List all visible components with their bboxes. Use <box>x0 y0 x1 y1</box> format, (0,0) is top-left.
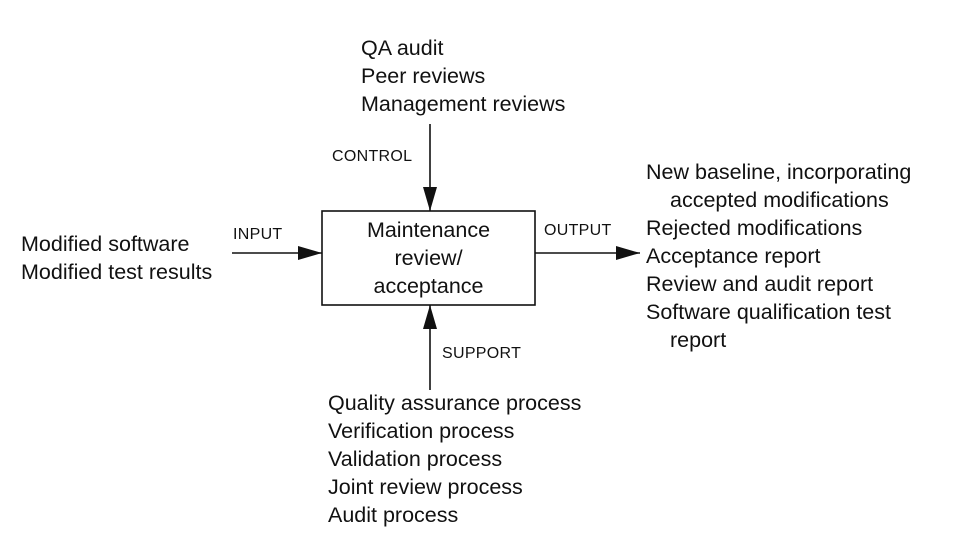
output-item: New baseline, incorporating <box>646 160 912 184</box>
control-item: Peer reviews <box>361 64 486 88</box>
process-box-label: Maintenance review/ acceptance <box>322 216 535 300</box>
control-label: CONTROL <box>332 148 413 165</box>
output-item: Rejected modifications <box>646 216 863 240</box>
input-label: INPUT <box>233 226 283 243</box>
support-item: Joint review process <box>328 475 523 499</box>
input-item: Modified test results <box>21 260 213 284</box>
output-items: New baseline, incorporating accepted mod… <box>646 158 911 354</box>
process-box-line: review/ <box>394 246 463 270</box>
output-item: accepted modifications <box>670 188 889 212</box>
input-item: Modified software <box>21 232 190 256</box>
process-box-line: acceptance <box>373 274 484 298</box>
process-box-line: Maintenance <box>366 218 491 242</box>
support-item: Verification process <box>328 419 515 443</box>
support-item: Quality assurance process <box>328 391 582 415</box>
input-items: Modified software Modified test results <box>21 230 212 286</box>
output-item: report <box>670 328 727 352</box>
control-item: QA audit <box>361 36 444 60</box>
output-item: Acceptance report <box>646 244 821 268</box>
support-label: SUPPORT <box>442 345 522 362</box>
support-item: Audit process <box>328 503 459 527</box>
control-items: QA audit Peer reviews Management reviews <box>361 34 565 118</box>
output-label: OUTPUT <box>544 222 612 239</box>
output-item: Software qualification test <box>646 300 891 324</box>
process-box <box>321 210 536 306</box>
support-item: Validation process <box>328 447 503 471</box>
control-item: Management reviews <box>361 92 566 116</box>
support-items: Quality assurance process Verification p… <box>328 389 581 529</box>
output-item: Review and audit report <box>646 272 874 296</box>
